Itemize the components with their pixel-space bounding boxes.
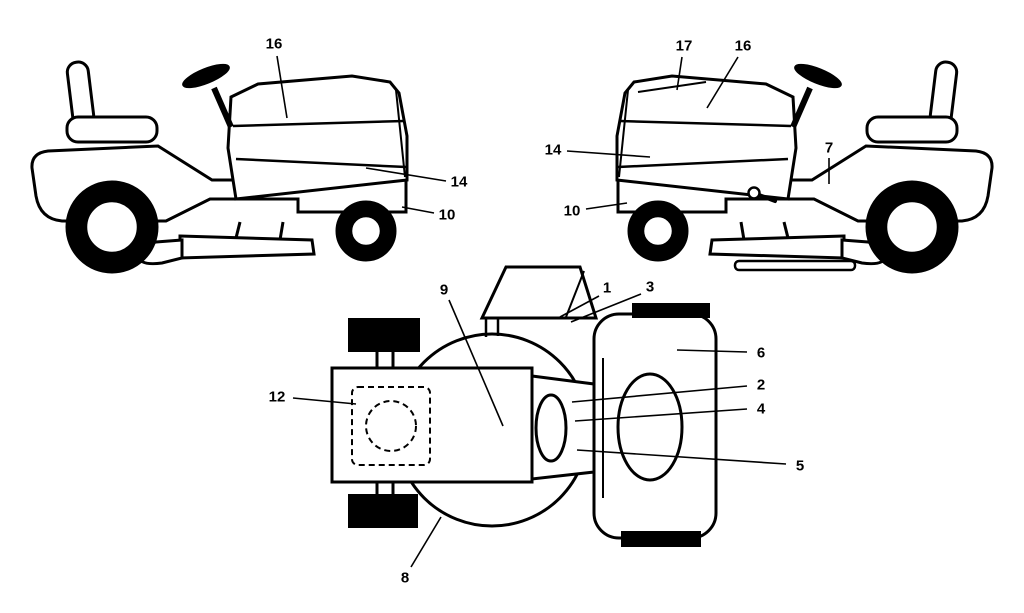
hood-seam <box>619 119 792 128</box>
fuel-cap-outline-dashed <box>365 400 417 452</box>
front-wheel-hub <box>349 214 383 248</box>
steering-column <box>790 86 813 129</box>
leader-17 <box>676 56 683 91</box>
hood-opening <box>616 372 684 482</box>
deck-strut <box>782 221 790 239</box>
rear-wheel-hub <box>884 199 940 255</box>
leader-4 <box>574 408 748 422</box>
wheel-top-left <box>348 318 420 352</box>
leader-14-left <box>365 167 447 182</box>
engine-pulley <box>534 393 568 463</box>
deck-skid-plate <box>733 259 857 272</box>
steering-column <box>211 86 234 129</box>
leader-10-left <box>401 206 435 214</box>
hood-seam <box>617 157 789 169</box>
leader-3 <box>570 293 642 323</box>
rear-wheel-hub <box>84 199 140 255</box>
callout-2: 2 <box>756 376 766 394</box>
leader-16-left <box>276 55 288 119</box>
leader-1 <box>559 295 600 318</box>
leader-14-right <box>566 150 651 158</box>
hood-seam <box>232 119 405 128</box>
seat-top <box>479 265 599 320</box>
callout-8: 8 <box>400 569 410 587</box>
top-view-drawing <box>330 265 718 547</box>
leader-5 <box>576 449 787 465</box>
callout-14-right: 14 <box>544 141 562 159</box>
bumper-top <box>632 303 710 318</box>
callout-17: 17 <box>675 37 693 55</box>
callout-16-left: 16 <box>265 35 283 53</box>
callout-7: 7 <box>824 139 834 157</box>
hood-seam <box>235 157 407 169</box>
callout-6: 6 <box>756 344 766 362</box>
control-knob <box>747 186 761 200</box>
callout-16-right: 16 <box>734 37 752 55</box>
hood-top <box>592 312 718 540</box>
chassis-top <box>330 366 534 484</box>
battery-outline-dashed <box>351 386 431 466</box>
leader-16-right <box>706 56 739 109</box>
leader-12 <box>292 397 357 405</box>
hood <box>615 74 798 201</box>
hood-vent-seam <box>637 81 707 93</box>
seat-edge-seam <box>565 270 585 318</box>
leader-6 <box>676 349 748 353</box>
callout-12: 12 <box>268 388 286 406</box>
callout-10-right: 10 <box>563 202 581 220</box>
deck-strut <box>739 221 746 241</box>
hood <box>226 74 409 201</box>
right-side-view-drawing <box>615 60 994 274</box>
callout-5: 5 <box>795 457 805 475</box>
seat-cushion <box>865 115 959 144</box>
grille-seam <box>618 89 629 178</box>
front-wheel-hub <box>641 214 675 248</box>
seat-cushion <box>65 115 159 144</box>
steering-wheel <box>182 63 230 89</box>
leader-10-right <box>585 202 628 210</box>
callout-3: 3 <box>645 278 655 296</box>
wheel-bottom-left <box>348 494 418 528</box>
mower-deck <box>708 234 846 260</box>
leader-8 <box>410 516 442 568</box>
leader-2 <box>571 385 748 403</box>
callout-14-left: 14 <box>450 173 468 191</box>
left-side-view-drawing <box>30 60 409 274</box>
leader-9 <box>448 299 504 427</box>
control-lever <box>757 193 777 203</box>
grille-seam <box>395 89 406 178</box>
callout-4: 4 <box>756 400 766 418</box>
callout-leader-lines <box>276 55 830 568</box>
deck-strut <box>234 221 242 239</box>
bumper-bottom <box>621 531 701 547</box>
steering-wheel <box>794 63 842 89</box>
mower-deck <box>178 234 316 260</box>
callout-10-left: 10 <box>438 206 456 224</box>
deck-strut <box>278 221 285 241</box>
callout-1: 1 <box>602 279 612 297</box>
callout-9: 9 <box>439 281 449 299</box>
